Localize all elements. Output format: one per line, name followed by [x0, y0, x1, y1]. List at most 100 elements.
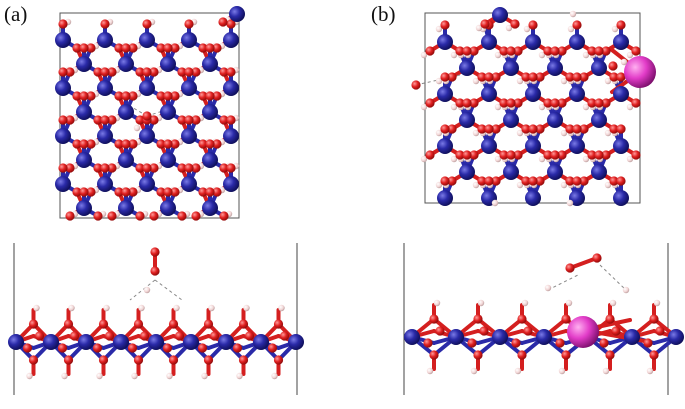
hydrogen-bond: [129, 279, 156, 301]
metal-atom: [437, 138, 453, 154]
hydrogen-atom: [494, 155, 502, 163]
oxygen-atom: [435, 326, 445, 336]
metal-atom: [43, 334, 59, 350]
hydrogen-atom: [133, 124, 141, 132]
oxygen-atom: [411, 80, 421, 90]
oxygen-atom: [244, 331, 255, 341]
oxygen-atom: [561, 314, 571, 324]
oxygen-atom: [273, 319, 284, 329]
oxygen-atom: [565, 263, 575, 273]
oxygen-atom: [447, 72, 457, 82]
hydrogen-atom: [653, 299, 661, 307]
oxygen-atom: [170, 139, 180, 149]
metal-atom: [481, 34, 497, 50]
oxygen-atom: [609, 124, 619, 134]
hydrogen-atom: [491, 199, 499, 207]
metal-atom: [55, 128, 71, 144]
oxygen-atom: [477, 72, 487, 82]
oxygen-atom: [191, 115, 201, 125]
hydrogen-atom: [477, 299, 485, 307]
hydrogen-atom: [450, 155, 458, 163]
oxygen-atom: [561, 350, 571, 360]
oxygen-atom: [86, 43, 96, 53]
hydrogen-atom: [450, 103, 458, 111]
oxygen-atom: [86, 139, 96, 149]
hydrogen-atom: [560, 129, 568, 137]
hydrogen-atom: [435, 181, 443, 189]
oxygen-atom: [93, 211, 103, 221]
oxygen-atom: [191, 67, 201, 77]
oxygen-atom: [484, 176, 494, 186]
hydrogen-atom: [626, 155, 634, 163]
oxygen-atom: [643, 338, 653, 348]
hydrogen-atom: [626, 103, 634, 111]
hydrogen-atom: [626, 51, 634, 59]
metal-atom: [97, 80, 113, 96]
oxygen-atom: [479, 326, 489, 336]
oxygen-atom: [93, 115, 103, 125]
oxygen-atom: [517, 350, 527, 360]
oxygen-atom: [510, 19, 520, 29]
oxygen-atom: [58, 19, 68, 29]
oxygen-atom: [79, 187, 89, 197]
oxygen-atom: [557, 98, 567, 108]
oxygen-atom: [219, 211, 229, 221]
oxygen-atom: [579, 176, 589, 186]
oxygen-atom: [535, 124, 545, 134]
oxygen-atom: [149, 115, 159, 125]
oxygen-atom: [491, 72, 501, 82]
oxygen-atom: [565, 124, 575, 134]
hydrogen-atom: [435, 77, 443, 85]
hydrogen-atom: [544, 284, 552, 292]
hydrogen-atom: [33, 304, 40, 312]
hydrogen-atom: [143, 286, 151, 294]
oxygen-atom: [86, 91, 96, 101]
oxygen-atom: [616, 20, 626, 30]
metal-atom: [613, 86, 629, 102]
oxygen-atom: [631, 150, 641, 160]
oxygen-atom: [605, 314, 615, 324]
metal-atom: [492, 7, 508, 23]
oxygen-atom: [429, 314, 439, 324]
hydrogen-atom: [236, 372, 243, 380]
oxygen-atom: [440, 20, 450, 30]
metal-atom: [97, 128, 113, 144]
oxygen-atom: [65, 67, 75, 77]
oxygen-atom: [156, 91, 166, 101]
metal-atom: [202, 152, 218, 168]
oxygen-atom: [616, 72, 626, 82]
oxygen-atom: [528, 124, 538, 134]
oxygen-atom: [135, 67, 145, 77]
oxygen-atom: [205, 91, 215, 101]
oxygen-atom: [477, 176, 487, 186]
oxygen-atom: [100, 163, 110, 173]
oxygen-atom: [513, 46, 523, 56]
metal-atom: [160, 104, 176, 120]
metal-atom: [503, 112, 519, 128]
oxygen-atom: [592, 253, 602, 263]
oxygen-atom: [572, 124, 582, 134]
oxygen-atom: [184, 19, 194, 29]
hydrogen-atom: [420, 155, 428, 163]
oxygen-atom: [212, 139, 222, 149]
metal-atom: [118, 200, 134, 216]
hydrogen-atom: [420, 51, 428, 59]
oxygen-atom: [28, 355, 39, 365]
oxygen-atom: [594, 98, 604, 108]
oxygen-atom: [565, 72, 575, 82]
oxygen-atom: [209, 331, 220, 341]
metal-atom: [547, 60, 563, 76]
oxygen-atom: [467, 338, 477, 348]
metal-atom: [229, 6, 245, 22]
oxygen-atom: [594, 46, 604, 56]
oxygen-atom: [177, 163, 187, 173]
oxygen-atom: [114, 187, 124, 197]
oxygen-atom: [156, 187, 166, 197]
hydrogen-atom: [523, 25, 531, 33]
metal-atom: [459, 60, 475, 76]
oxygen-atom: [139, 331, 150, 341]
oxygen-atom: [114, 91, 124, 101]
oxygen-atom: [58, 115, 68, 125]
oxygen-atom: [469, 46, 479, 56]
